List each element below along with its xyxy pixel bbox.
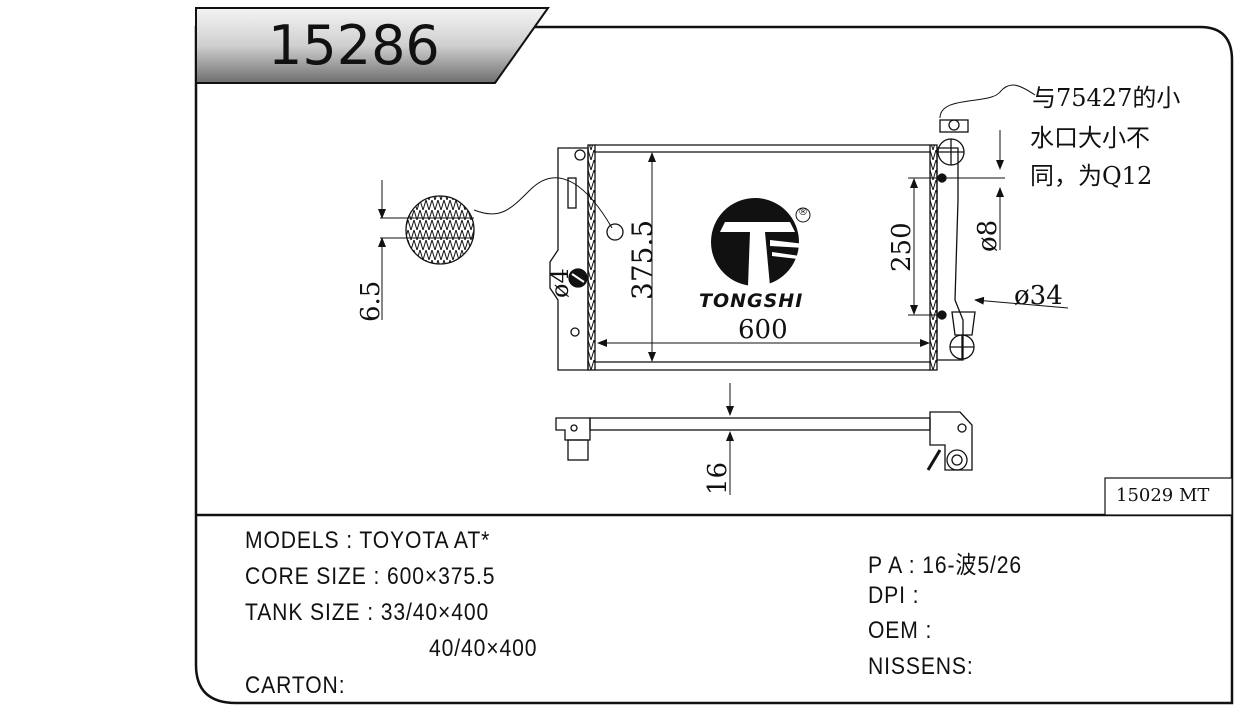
part-number: 15286 xyxy=(268,14,440,77)
logo-text: TONGSHI xyxy=(699,290,804,312)
reference-label: 15029 MT xyxy=(1116,485,1210,506)
spec-dpi: DPI : xyxy=(868,582,920,609)
spec-pa: P A : 16-波5/26 xyxy=(868,552,1023,579)
note-line-3: 同，为Q12 xyxy=(1030,162,1153,190)
radiator-front-view xyxy=(549,119,976,371)
dim-width: 600 xyxy=(738,315,788,345)
spec-oem: OEM : xyxy=(868,617,933,644)
dim-small-pipe: ø8 xyxy=(973,219,1003,252)
spec-core-size: CORE SIZE : 600×375.5 xyxy=(245,563,496,590)
spec-tank-size: TANK SIZE : 33/40×400 xyxy=(245,599,490,626)
spec-models: MODELS : TOYOTA AT* xyxy=(245,527,491,554)
dim-thickness: 16 xyxy=(703,461,733,495)
header-tab xyxy=(195,7,550,84)
fin-detail xyxy=(378,177,613,320)
spec-carton: CARTON: xyxy=(245,672,346,699)
dim-mount-spacing: 250 xyxy=(887,222,917,272)
dim-height: 375.5 xyxy=(626,219,659,300)
note-line-1: 与75427的小 xyxy=(1032,84,1181,112)
reference-box xyxy=(1104,477,1233,516)
tongshi-logo-mark xyxy=(711,198,811,286)
dim-large-pipe: ø34 xyxy=(1014,281,1063,311)
note-line-2: 水口大小不 xyxy=(1030,124,1150,152)
spec-nissens: NISSENS: xyxy=(868,653,974,680)
spec-tank-size-2: 40/40×400 xyxy=(429,635,538,662)
sheet-frame xyxy=(194,25,1234,705)
radiator-side-view xyxy=(555,411,973,471)
logo-registered: ® xyxy=(798,207,808,218)
dim-fin-pitch: 6.5 xyxy=(356,280,386,322)
dim-hole-diameter: ø4 xyxy=(546,268,574,298)
